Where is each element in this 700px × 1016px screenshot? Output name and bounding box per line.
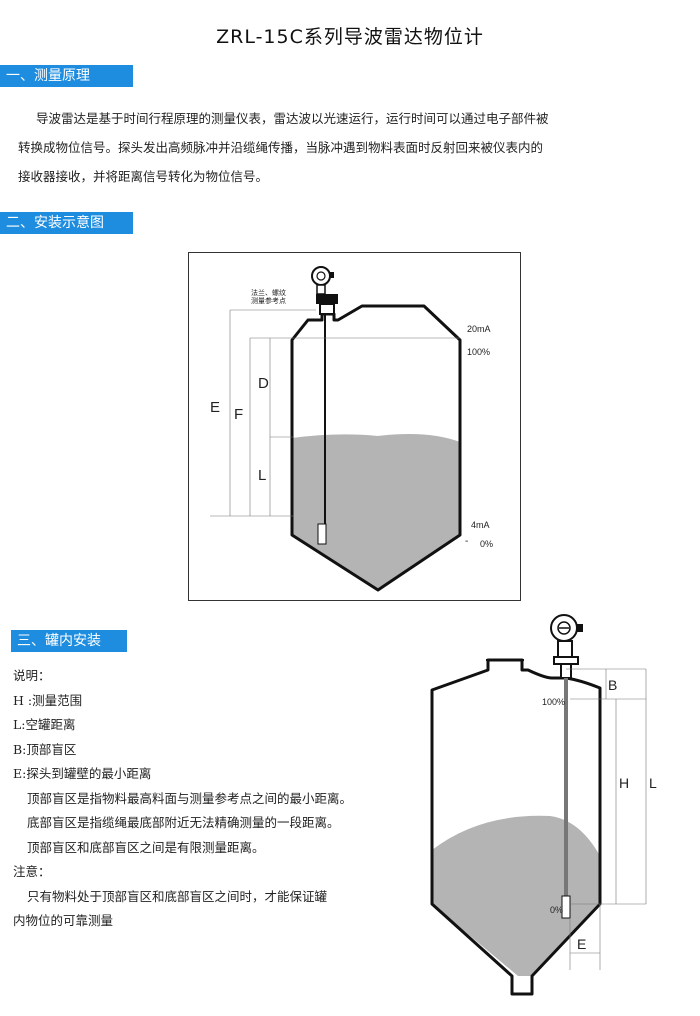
flange-neck xyxy=(319,303,335,315)
note-line: 顶部盲区是指物料最高料面与测量参考点之间的最小距离。 xyxy=(27,790,353,806)
section-header-principle: 一、测量原理 xyxy=(0,65,133,87)
note-line: B:顶部盲区 xyxy=(13,741,77,757)
label-l: L xyxy=(649,775,657,791)
gauge-flange xyxy=(553,656,579,665)
label-100-percent: 100% xyxy=(542,697,565,707)
flange xyxy=(316,294,338,304)
note-line: L:空罐距离 xyxy=(13,717,76,732)
probe-weight xyxy=(561,895,571,919)
flange-label-line2: 测量参考点 xyxy=(251,296,286,305)
gauge-stem xyxy=(316,284,326,295)
note-line: 底部盲区是指缆绳最底部附近无法精确测量的一段距离。 xyxy=(27,815,340,830)
label-f: F xyxy=(234,406,243,423)
note-line: 顶部盲区和底部盲区之间是有限测量距离。 xyxy=(27,839,265,855)
label-e: E xyxy=(577,936,586,952)
section-header-installation: 二、安装示意图 xyxy=(0,212,133,234)
note-line: 说明： xyxy=(13,668,51,683)
note-line: 注意： xyxy=(13,864,51,879)
probe-weight xyxy=(317,523,327,545)
label-l: L xyxy=(258,467,266,484)
gauge-neck xyxy=(560,663,572,679)
label-h: H xyxy=(619,775,629,791)
gauge-head-connector xyxy=(577,624,583,632)
in-tank-diagram: B H L E 100% 0% xyxy=(430,614,657,996)
gauge-head-connector xyxy=(330,272,334,278)
label-100-percent: 100% xyxy=(467,347,490,357)
note-line: 只有物料处于顶部盲区和底部盲区之间时，才能保证罐 xyxy=(27,888,328,904)
tank-outline xyxy=(430,658,602,996)
installation-diagram: 法兰、螺纹 测量参考点 20mA 100% 4mA - 0% E F D L xyxy=(188,252,521,601)
in-tank-notes: 说明： H :测量范围 L:空罐距离 B:顶部盲区 E:探头到罐壁的最小距离 顶… xyxy=(13,664,403,934)
note-line: 内物位的可靠测量 xyxy=(13,913,114,928)
section-header-in-tank: 三、罐内安装 xyxy=(11,630,127,652)
note-line: H :测量范围 xyxy=(13,692,83,708)
label-d: D xyxy=(258,375,269,392)
gauge-head-inner xyxy=(316,271,326,281)
paragraph-line: 转换成物位信号。探头发出高频脉冲并沿缆绳传播，当脉冲遇到物料表面时反射回来被仪表… xyxy=(18,140,544,155)
label-20ma: 20mA xyxy=(467,324,491,334)
material-fill xyxy=(292,434,460,590)
label-0-percent: 0% xyxy=(550,905,563,915)
gauge-stem xyxy=(557,640,573,658)
principle-paragraph: 导波雷达是基于时间行程原理的测量仪表，雷达波以光速运行，运行时间可以通过电子部件… xyxy=(18,104,658,191)
label-0-percent: 0% xyxy=(480,539,493,549)
page-title: ZRL-15C系列导波雷达物位计 xyxy=(216,26,484,48)
label-e: E xyxy=(210,399,220,416)
paragraph-line: 接收器接收，并将距离信号转化为物位信号。 xyxy=(18,169,269,184)
note-line: E:探头到罐壁的最小距离 xyxy=(13,766,152,781)
flange-label-line1: 法兰、螺纹 xyxy=(251,288,286,297)
paragraph-line: 导波雷达是基于时间行程原理的测量仪表，雷达波以光速运行，运行时间可以通过电子部件… xyxy=(36,111,549,126)
label-dash: - xyxy=(465,536,468,547)
tank-outline xyxy=(290,304,462,592)
label-b: B xyxy=(608,677,617,693)
material-fill xyxy=(432,815,600,976)
label-4ma: 4mA xyxy=(471,520,490,530)
